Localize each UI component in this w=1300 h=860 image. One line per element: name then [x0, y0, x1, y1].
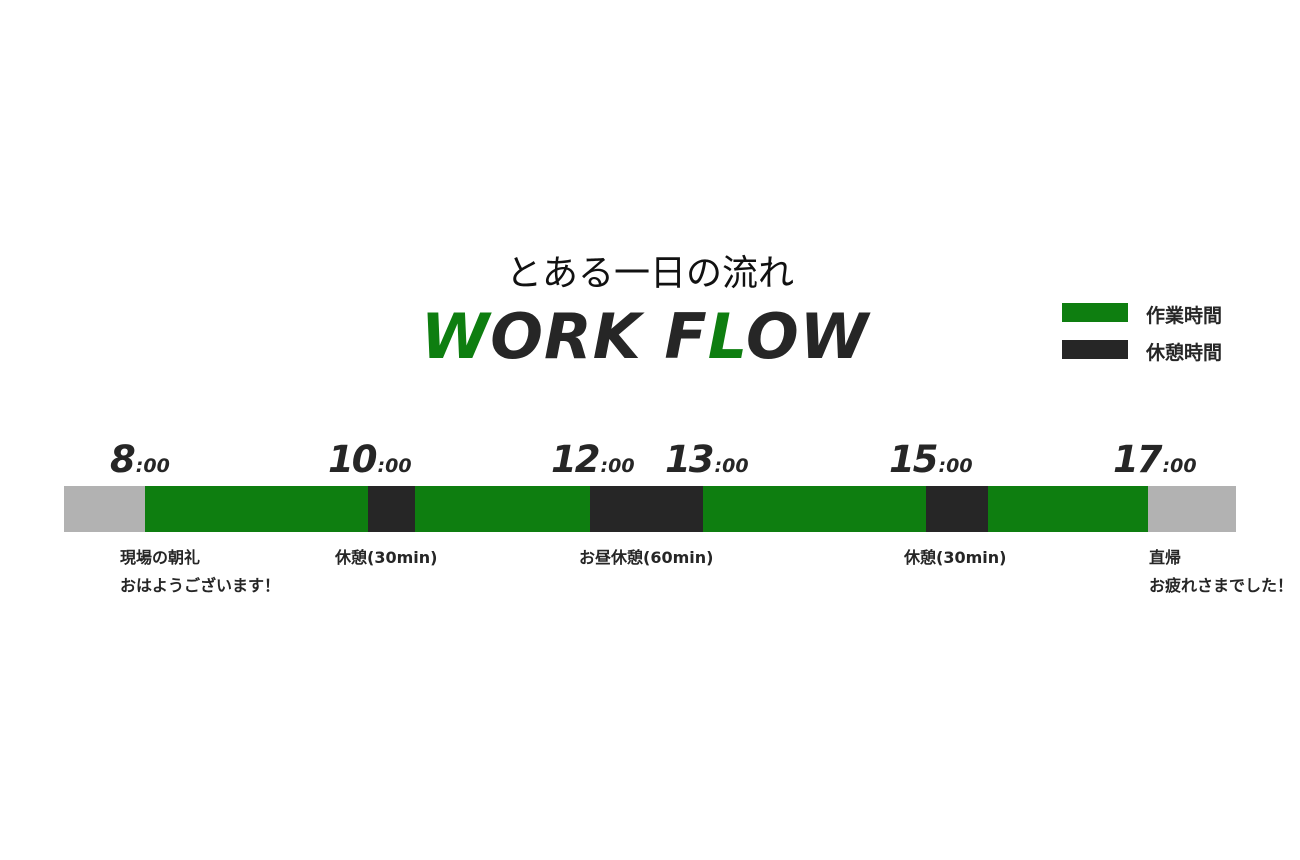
event-break-1: 休憩(30min)	[335, 544, 437, 572]
timeline-segment-post-work	[1148, 486, 1236, 532]
time-label-15: 15:00	[889, 438, 973, 481]
event-go-home: 直帰 お疲れさまでした！	[1149, 544, 1293, 600]
timeline-segment-work	[415, 486, 590, 532]
legend-label-break: 休憩時間	[1146, 342, 1223, 364]
event-note: おはようございます！	[120, 576, 281, 595]
title-text: OW	[746, 300, 870, 373]
event-title: 現場の朝礼	[120, 548, 201, 567]
time-label-13: 13:00	[665, 438, 749, 481]
event-note: お疲れさまでした！	[1149, 576, 1294, 595]
event-title: 休憩(30min)	[904, 548, 1007, 567]
time-label-17: 17:00	[1113, 438, 1197, 481]
event-title: 休憩(30min)	[335, 548, 438, 567]
time-label-10: 10:00	[328, 438, 412, 481]
event-title: 直帰	[1149, 548, 1182, 567]
timeline-segment-lunch-break	[590, 486, 703, 532]
timeline-segment-work	[703, 486, 926, 532]
time-label-12: 12:00	[551, 438, 635, 481]
legend-label-work: 作業時間	[1146, 305, 1223, 327]
legend-swatch-break	[1062, 340, 1128, 359]
event-title: お昼休憩(60min)	[579, 548, 714, 567]
event-lunch-break: お昼休憩(60min)	[579, 544, 713, 572]
title-accent-letter: L	[707, 300, 747, 373]
title-text: ORK	[490, 300, 665, 373]
timeline-segment-work	[145, 486, 368, 532]
time-label-8: 8:00	[110, 438, 170, 481]
page-title: WORK FLOW	[0, 300, 1290, 373]
timeline-segment-break	[926, 486, 988, 532]
legend-swatch-work	[1062, 303, 1128, 322]
timeline-segment-pre-work	[64, 486, 145, 532]
event-break-2: 休憩(30min)	[904, 544, 1006, 572]
event-morning-meeting: 現場の朝礼 おはようございます！	[120, 544, 280, 600]
timeline-segment-work	[988, 486, 1148, 532]
timeline-segment-break	[368, 486, 415, 532]
title-text: F	[664, 300, 708, 373]
page-subtitle: とある一日の流れ	[505, 253, 794, 294]
title-accent-letter: W	[420, 300, 491, 373]
